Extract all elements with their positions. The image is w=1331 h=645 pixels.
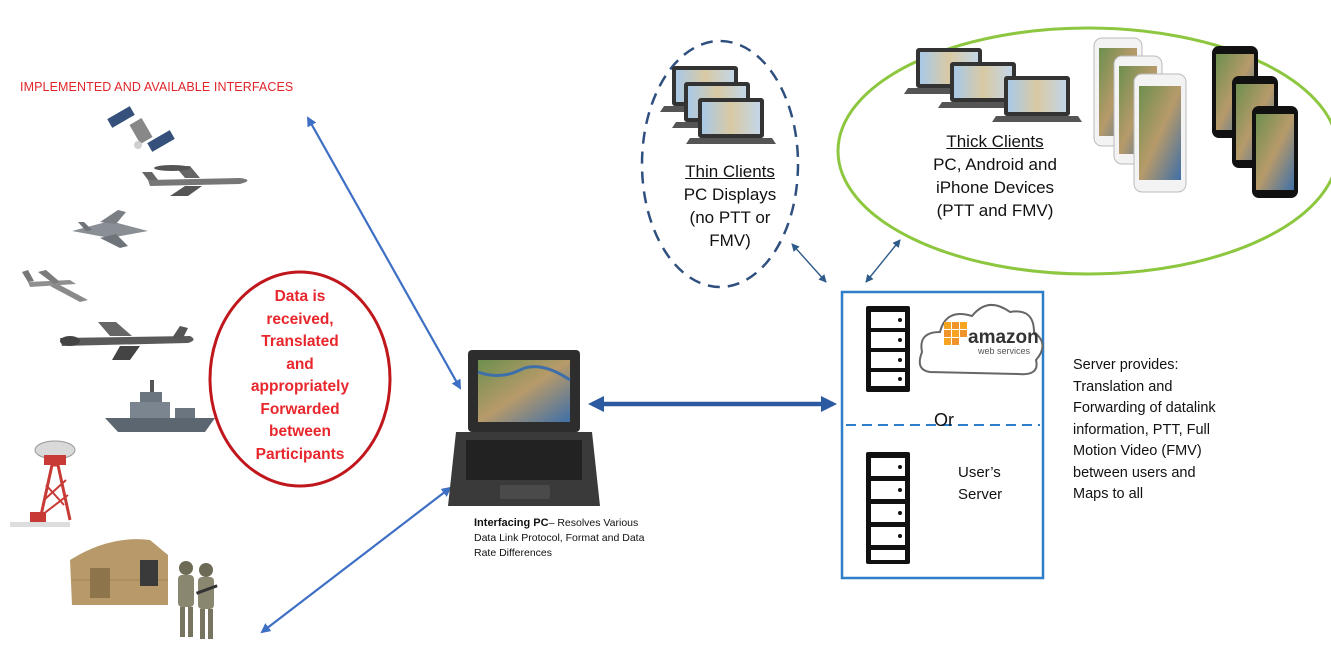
thick-clients-line: iPhone Devices xyxy=(935,178,1055,197)
aws-logo: amazon web services xyxy=(944,322,1039,356)
processing-line: Data is xyxy=(274,288,326,305)
thick-to-server-arrow xyxy=(865,239,901,283)
aws-brand-text: amazon xyxy=(968,327,1039,348)
user-server-label: User’s Server xyxy=(958,462,1002,506)
thick-clients-title: Thick Clients xyxy=(946,132,1044,151)
thick-clients-oval xyxy=(836,26,1331,276)
interfacing-pc-line: – Resolves Various xyxy=(548,517,639,529)
thick-clients-label: Thick Clients PC, Android and iPhone Dev… xyxy=(895,130,1095,222)
warship-icon xyxy=(105,380,215,432)
laptop-icon xyxy=(686,98,776,144)
fighter-jet-icon xyxy=(72,210,148,248)
phone-icon xyxy=(1133,73,1187,193)
thin-clients-title: Thin Clients xyxy=(685,162,775,181)
soldiers-icon xyxy=(178,561,218,639)
server-icon xyxy=(866,306,910,392)
interfaces-title: IMPLEMENTED AND AVAILABLE INTERFACES xyxy=(20,80,294,94)
server-icon xyxy=(866,452,910,564)
user-server-line: User’s xyxy=(958,464,1001,481)
awacs-aircraft-icon xyxy=(142,165,248,196)
server-description-line: Forwarding of datalink xyxy=(1073,400,1216,416)
laptop-icon xyxy=(938,62,1028,108)
server-description: Server provides: Translation and Forward… xyxy=(1073,355,1216,506)
interfacing-pc-title: Interfacing PC xyxy=(474,517,549,529)
processing-line: appropriately xyxy=(250,378,350,395)
processing-line: Participants xyxy=(255,445,345,463)
thin-clients-oval xyxy=(640,39,800,289)
server-description-line: information, PTT, Full xyxy=(1073,421,1210,438)
interfacing-pc-description: Interfacing PC– Resolves Various Data Li… xyxy=(474,516,644,561)
thick-clients-line: PC, Android and xyxy=(933,155,1057,174)
thick-clients-line: (PTT and FMV) xyxy=(936,201,1054,220)
thin-clients-line: PC Displays xyxy=(683,185,777,204)
server-description-line: Translation and xyxy=(1073,378,1173,395)
user-server-line: Server xyxy=(958,486,1003,503)
radar-tower-icon xyxy=(10,440,76,527)
phone-icon xyxy=(1252,106,1298,198)
tent-icon xyxy=(70,539,168,605)
processing-line: received, xyxy=(266,310,334,328)
thin-clients-line: FMV) xyxy=(709,231,751,250)
laptop-icon xyxy=(992,76,1082,122)
server-description-line: Server provides: xyxy=(1073,357,1179,373)
interfaces-to-pc-arrow-lower xyxy=(260,486,452,634)
thin-to-server-arrow xyxy=(791,243,827,283)
interfaces-to-pc-arrow-upper xyxy=(307,116,461,390)
thin-clients-line: (no PTT or xyxy=(689,208,771,227)
processing-line: between xyxy=(268,423,331,440)
interfacing-pc-line: Data Link Protocol, Format and Data xyxy=(474,532,645,544)
server-description-line: between users and xyxy=(1073,464,1196,481)
aws-sub-text: web services xyxy=(977,346,1031,356)
processing-line: and xyxy=(286,355,314,373)
satellite-icon xyxy=(107,106,175,152)
recon-aircraft-icon xyxy=(60,322,194,360)
processing-line: Forwarded xyxy=(260,400,340,418)
server-description-line: Motion Video (FMV) xyxy=(1073,443,1202,459)
server-description-line: Maps to all xyxy=(1073,486,1144,502)
rugged-laptop-icon xyxy=(448,350,600,506)
interfacing-pc-line: Rate Differences xyxy=(474,547,553,559)
or-label: Or xyxy=(934,410,954,430)
drone-icon xyxy=(22,270,88,302)
processing-line: Translated xyxy=(261,333,339,350)
processing-description: Data is received, Translated and appropr… xyxy=(220,286,380,466)
thin-clients-label: Thin Clients PC Displays (no PTT or FMV) xyxy=(655,160,805,252)
